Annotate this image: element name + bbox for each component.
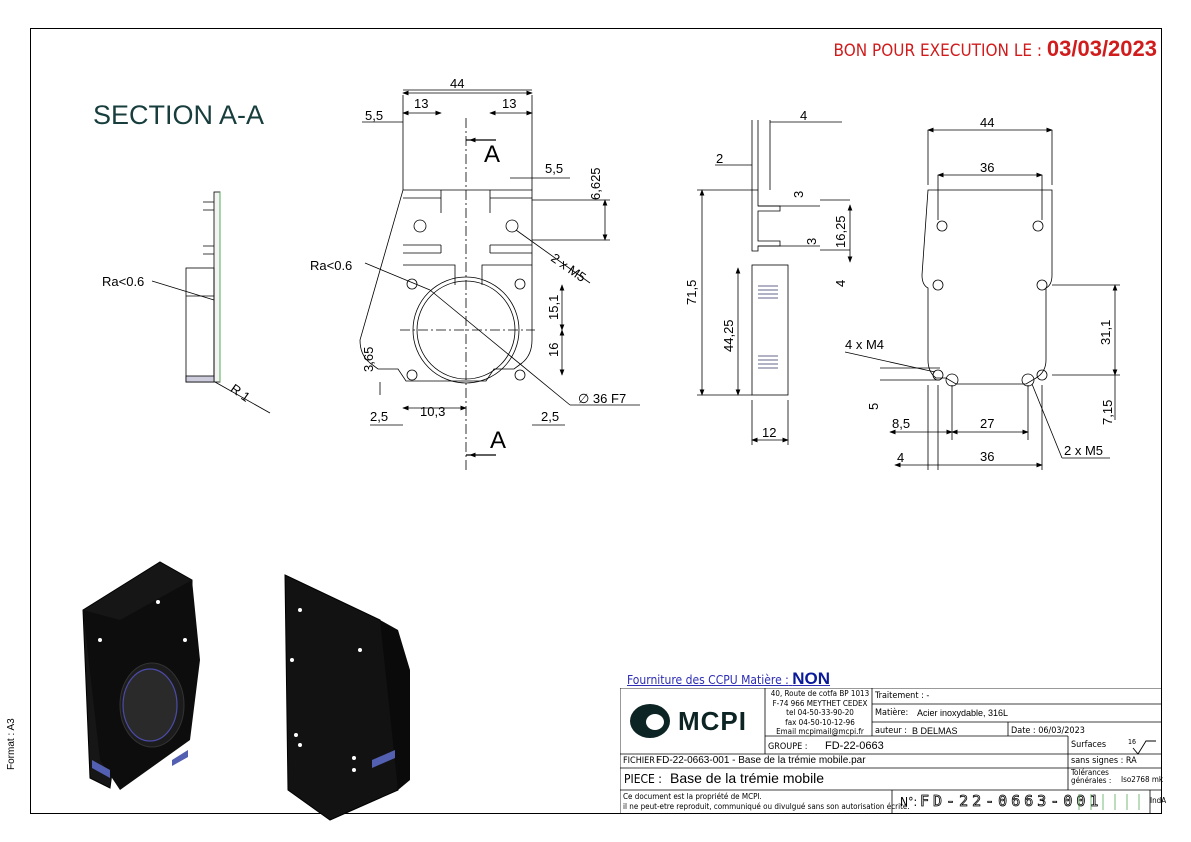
- dim-back-44: 44: [980, 115, 994, 130]
- dim-back-4m4: 4 x M4: [845, 337, 884, 352]
- tolerances-value: Iso2768 mk: [1121, 775, 1164, 784]
- auteur-value: B DELMAS: [912, 726, 958, 736]
- fourniture-label: Fourniture des CCPU Matière :: [627, 673, 789, 687]
- dim-side-4425: 44,25: [721, 319, 736, 352]
- dim-front-151: 15,1: [546, 295, 561, 320]
- approval-stamp: BON POUR EXECUTION LE : 03/03/2023: [834, 36, 1157, 62]
- date-label: Date : 06/03/2023: [1011, 726, 1085, 736]
- dim-back-5: 5: [866, 403, 881, 410]
- sans-signes: sans signes : RA: [1071, 756, 1137, 766]
- dim-front-103: 10,3: [420, 404, 445, 419]
- groupe-label: GROUPE :: [768, 742, 808, 752]
- company-address: 40, Route de cotfa BP 1013 F-74 966 MEYT…: [770, 689, 870, 737]
- fichier-label: FICHIER :: [623, 756, 661, 766]
- dim-back-36: 36: [980, 160, 994, 175]
- numero-value: FD-22-0663-001: [920, 792, 1103, 811]
- matiere-value: Acier inoxydable, 316L: [917, 708, 1009, 718]
- piece-label: PIECE :: [624, 772, 662, 786]
- dim-front-365: 3,65: [361, 347, 376, 372]
- dim-side-12: 12: [762, 425, 776, 440]
- dim-back-4: 4: [897, 450, 904, 465]
- drawing-frame: [30, 28, 1162, 814]
- dim-back-85: 8,5: [892, 416, 910, 431]
- dim-front-16: 16: [546, 343, 561, 357]
- dim-sec-ra: Ra<0.6: [102, 274, 144, 289]
- dim-front-ra: Ra<0.6: [310, 258, 352, 273]
- address-line: 40, Route de cotfa BP 1013: [770, 689, 870, 698]
- title-block: MCPI 40, Route de cotfa BP 1013 F-74 966…: [620, 688, 1166, 814]
- propriete-line-2: il ne peut-etre reproduit, communiqué ou…: [623, 802, 910, 811]
- auteur-label: auteur :: [875, 726, 908, 736]
- groupe-value: FD-22-0663: [825, 740, 884, 752]
- ind-label: IndA: [1150, 796, 1167, 805]
- tolerances-label: Tolérances générales :: [1071, 768, 1112, 785]
- propriete-line-1: Ce document est la propriété de MCPI.: [623, 792, 762, 801]
- approval-label: BON POUR EXECUTION LE :: [833, 41, 1043, 61]
- company-logo: MCPI: [626, 696, 760, 746]
- section-marker-top: A: [484, 141, 500, 168]
- surfaces-label: Surfaces: [1071, 740, 1107, 750]
- traitement: Traitement : -: [875, 691, 930, 701]
- dim-side-3a: 3: [791, 191, 806, 198]
- numero-boxes: [1078, 794, 1140, 810]
- logo-text: MCPI: [678, 706, 747, 736]
- dim-side-4: 4: [800, 108, 807, 123]
- dim-back-715: 7,15: [1100, 400, 1115, 425]
- address-line: tel 04-50-33-90-20: [786, 708, 854, 718]
- section-view: [151, 191, 271, 414]
- roughness-symbol-icon: [1132, 740, 1156, 755]
- dim-front-25a: 2,5: [370, 409, 388, 424]
- dim-front-d36: ∅ 36 F7: [578, 391, 626, 406]
- numero-label: N°:: [900, 795, 918, 809]
- back-view: [844, 127, 1120, 470]
- dim-side-1625: 16,25: [833, 215, 848, 248]
- side-view: [697, 120, 853, 445]
- address-line: Email mcpimail@mcpi.fr: [776, 727, 864, 737]
- dim-front-25b: 2,5: [541, 409, 559, 424]
- matiere-label: Matière:: [875, 708, 909, 718]
- dim-back-2m5: 2 x M5: [1064, 443, 1103, 458]
- iso-view-front: [82, 561, 200, 790]
- dim-side-2: 2: [716, 151, 723, 166]
- dim-front-13a: 13: [414, 96, 428, 111]
- address-line: fax 04-50-10-12-96: [785, 717, 855, 727]
- piece-value: Base de la trémie mobile: [670, 770, 825, 786]
- front-view: [359, 89, 640, 470]
- approval-date: 03/03/2023: [1046, 36, 1157, 61]
- section-marker-bottom: A: [490, 427, 506, 454]
- dim-front-m5: 2 x M5: [548, 250, 589, 285]
- dim-front-13b: 13: [502, 96, 516, 111]
- dim-side-3b: 3: [804, 238, 819, 245]
- iso-view-back: [284, 574, 410, 821]
- dim-side-4b: 4: [833, 280, 848, 287]
- fourniture-value: NON: [792, 669, 831, 688]
- dim-front-44: 44: [450, 76, 464, 91]
- dim-back-311: 31,1: [1098, 320, 1113, 345]
- fourniture-line: Fourniture des CCPU Matière : NON: [627, 669, 830, 689]
- title-block-grid: [620, 688, 1162, 814]
- dim-front-55a: 5,5: [365, 108, 383, 123]
- address-line: F-74 966 MEYTHET CEDEX: [772, 698, 868, 708]
- fichier-value: FD-22-0663-001 - Base de la trémie mobil…: [656, 755, 866, 766]
- surfaces-value: 16: [1128, 738, 1137, 746]
- dim-back-27: 27: [980, 416, 994, 431]
- dim-back-36b: 36: [980, 449, 994, 464]
- dim-front-6625: 6,625: [588, 167, 603, 200]
- logo-mark-cut: [646, 714, 664, 730]
- dim-side-715: 71,5: [684, 280, 699, 305]
- section-title: SECTION A-A: [93, 100, 265, 130]
- dim-front-55b: 5,5: [545, 161, 563, 176]
